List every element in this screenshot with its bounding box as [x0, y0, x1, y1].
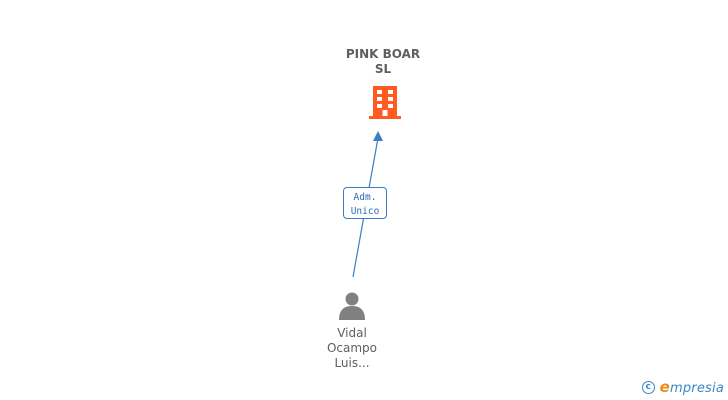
role-label-line-2: Unico — [350, 206, 380, 217]
company-name[interactable]: PINK BOAR SL — [323, 47, 443, 77]
person-name-line-1: Vidal — [337, 326, 367, 340]
person-name-line-3: Luis... — [334, 356, 370, 370]
brand-logo: c empresia — [641, 377, 724, 397]
role-label[interactable]: Adm. Unico — [343, 187, 387, 219]
edge-arrowhead — [373, 131, 383, 141]
role-label-line-1: Adm. — [353, 192, 377, 203]
brand-name: empresia — [660, 378, 724, 396]
company-name-line-1: PINK BOAR — [345, 47, 421, 61]
brand-rest: mpresia — [669, 381, 724, 396]
person-name[interactable]: Vidal Ocampo Luis... — [302, 326, 402, 371]
copyright-icon: c — [641, 380, 655, 394]
brand-initial: e — [659, 378, 670, 396]
building-icon[interactable] — [368, 84, 402, 120]
company-name-line-2: SL — [374, 62, 392, 76]
person-name-line-2: Ocampo — [326, 341, 378, 355]
person-icon[interactable] — [337, 290, 367, 320]
